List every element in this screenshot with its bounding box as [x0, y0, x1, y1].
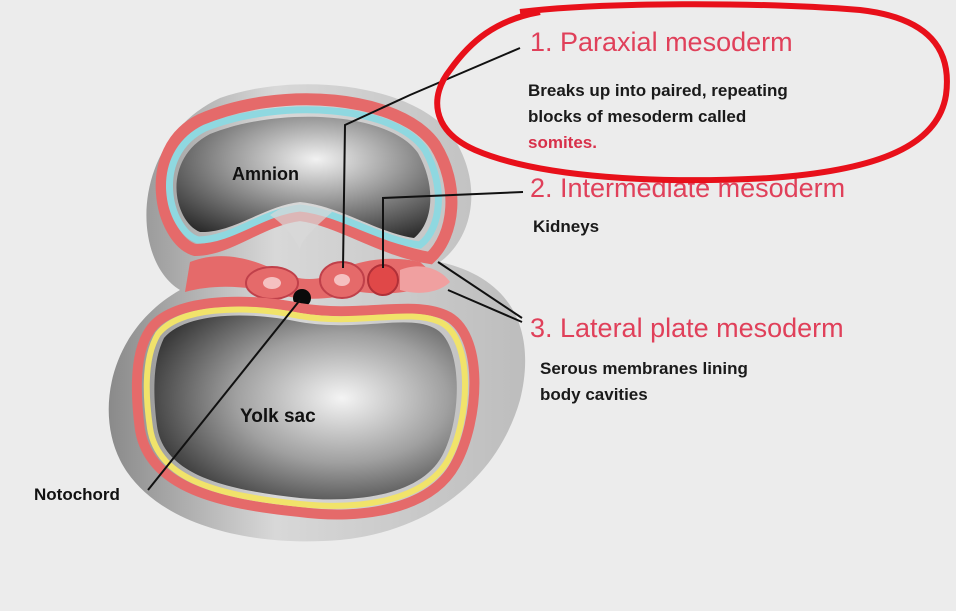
- lateral-plate-description-line-2: body cavities: [540, 385, 648, 404]
- lateral-plate-description-line-1: Serous membranes lining: [540, 359, 748, 378]
- intermediate-description-line-1: Kidneys: [533, 217, 599, 236]
- yolk-sac-label: Yolk sac: [240, 406, 316, 427]
- lateral-plate-mesoderm-title: 3. Lateral plate mesoderm: [530, 313, 844, 343]
- intermediate-mesoderm-block: [368, 265, 398, 295]
- paraxial-mesoderm-title: 1. Paraxial mesoderm: [530, 27, 793, 57]
- amnion-label: Amnion: [232, 164, 299, 184]
- notochord-label: Notochord: [34, 485, 120, 504]
- somites-highlight: somites.: [528, 133, 597, 152]
- paraxial-description-line-1: Breaks up into paired, repeating: [528, 81, 788, 100]
- paraxial-description-line-2: blocks of mesoderm called: [528, 107, 746, 126]
